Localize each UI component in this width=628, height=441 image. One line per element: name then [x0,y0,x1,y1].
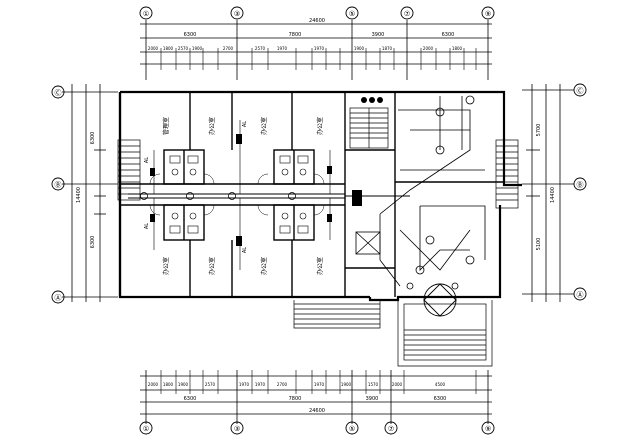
right-dimension-lines [522,84,574,302]
room-tag-1: 管理室 [162,117,170,135]
top-detail-dim-6: 2570 [255,46,266,51]
room-tag-2: 办公室 [208,117,216,135]
left-grid-label-c: Ⓒ [55,89,62,97]
entrance-steps-south [293,300,381,329]
left-grid-label-a: Ⓐ [55,294,62,302]
top-detail-dim-11: 2000 [423,46,434,51]
right-grid-label-a: Ⓐ [577,291,584,299]
top-detail-dim-8: 1970 [314,46,325,51]
switches-outlets [150,97,383,246]
right-dim-upper: 5700 [536,124,542,137]
bottom-mid-dim-4: 6300 [434,396,447,402]
lobby-feature [423,283,457,317]
bottom-detail-dim-10: 1570 [368,382,379,387]
panel-tag-3: AL [144,223,150,229]
room-tag-3: 办公室 [260,117,268,135]
room-tag-7: 办公室 [260,257,268,275]
top-grid-label-7: ⑦ [404,10,410,18]
interior-walls [120,92,504,297]
top-mid-dim-1: 6300 [184,32,197,38]
right-dim-lower: 5100 [536,238,542,251]
bottom-detail-dim-11: 2000 [392,382,403,387]
bottom-detail-dim-4: 2570 [205,382,216,387]
room-tag-5: 办公室 [162,257,170,275]
toilet-fixtures [169,155,309,234]
top-mid-dim-3: 3900 [372,32,385,38]
right-grid-bubbles: Ⓒ Ⓑ Ⓐ [573,83,587,301]
wiring-corridor [128,193,410,199]
top-detail-dim-5: 2700 [223,46,234,51]
panel-tag-4: AL [242,247,248,253]
panel-tag-2: AL [242,121,248,127]
left-dim-upper: 6300 [90,132,96,145]
wiring-east [379,96,486,287]
room-tag-8: 办公室 [316,257,324,275]
stair-east [495,139,519,209]
bottom-detail-dim-7: 2700 [277,382,288,387]
bottom-grid-label-9: ⑨ [485,425,491,433]
top-detail-dim-9: 1900 [354,46,365,51]
top-grid-label-3: ③ [234,10,240,18]
left-dim-lower: 6300 [90,236,96,249]
top-grid-label-9: ⑨ [485,10,491,18]
bottom-mid-dim-2: 7800 [289,396,302,402]
top-dimension-texts: 24600 6300 7800 3900 6300 2000 1800 2570… [148,18,463,51]
bottom-detail-dim-8: 1970 [314,382,325,387]
exterior-walls [118,90,522,302]
bottom-mid-dim-3: 3900 [366,396,379,402]
top-detail-dim-1: 2000 [148,46,159,51]
room-tag-4: 办公室 [316,117,324,135]
left-grid-label-b: Ⓑ [55,181,62,189]
left-dimension-texts: 14400 6300 6300 [76,132,96,249]
top-overall-dimension: 24600 [309,18,325,24]
panel-tag-1: AL [144,157,150,163]
top-grid-label-1: ① [143,10,149,18]
bottom-grid-bubbles: ① ③ ⑤ ⑦ ⑨ [139,421,495,435]
bottom-detail-dim-5: 1970 [239,382,250,387]
bottom-detail-dim-3: 1900 [178,382,189,387]
left-grid-bubbles: Ⓒ Ⓑ Ⓐ [51,85,65,304]
panel-tags: AL AL AL AL [144,121,248,253]
stair-core [349,107,389,149]
top-grid-label-5: ⑤ [349,10,355,18]
right-grid-label-c: Ⓒ [577,87,584,95]
bottom-overall-dimension: 24600 [309,408,325,414]
bottom-grid-label-1: ① [143,425,149,433]
bottom-grid-label-5: ⑤ [349,425,355,433]
door-swings [149,173,325,216]
room-tags: 管理室 办公室 办公室 办公室 办公室 办公室 办公室 办公室 [162,117,324,275]
bottom-detail-dim-12: 4500 [435,382,446,387]
top-detail-dim-12: 1800 [452,46,463,51]
top-detail-dim-2: 1800 [163,46,174,51]
top-detail-dim-10: 1870 [382,46,393,51]
top-dimension-lines [140,20,492,80]
bottom-mid-dim-1: 6300 [184,396,197,402]
room-tag-6: 办公室 [208,257,216,275]
elevator-shaft [355,231,381,255]
bottom-detail-dim-1: 2000 [148,382,159,387]
bottom-detail-dim-6: 1970 [255,382,266,387]
bottom-dimension-texts: 24600 6300 7800 3900 6300 2000 1800 1900… [148,382,446,414]
top-detail-dim-4: 1900 [192,46,203,51]
left-dimension-lines [62,84,118,302]
bottom-detail-dim-2: 1800 [163,382,174,387]
top-mid-dim-4: 6300 [442,32,455,38]
light-fixtures [140,95,475,290]
right-grid-label-b: Ⓑ [577,181,584,189]
left-overall-dimension: 14400 [76,187,82,203]
top-grid-bubbles: ① ③ ⑤ ⑦ ⑨ [139,6,495,20]
entrance-steps-southeast [397,300,493,367]
top-mid-dim-2: 7800 [289,32,302,38]
bottom-grid-label-7: ⑦ [388,425,394,433]
right-dimension-texts: 14400 5700 5100 [536,124,556,251]
bottom-grid-label-3: ③ [234,425,240,433]
stair-west [117,139,141,201]
bottom-dimension-lines [140,370,492,424]
bottom-detail-dim-9: 1900 [341,382,352,387]
right-overall-dimension: 14400 [550,187,556,203]
top-detail-dim-3: 2570 [178,46,189,51]
top-detail-dim-7: 1970 [277,46,288,51]
